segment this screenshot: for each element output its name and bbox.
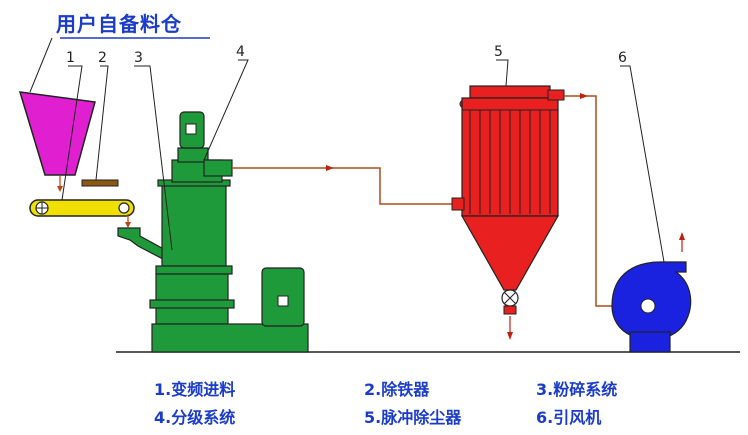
mill-band [155,265,233,275]
legend-item-1: 1.变频进料 [154,380,236,399]
label-5: 5 [494,44,503,60]
legend-item-3: 3.粉碎系统 [536,380,618,399]
collector-outlet [547,89,565,101]
label-1: 1 [66,50,75,66]
label-6: 6 [618,50,627,66]
label-4: 4 [236,44,245,60]
feed-arrow-1-head [57,186,63,192]
flow-arrow-1 [326,165,334,171]
flow-arrow-2 [580,93,588,99]
mill-body [161,183,227,267]
feeder-roller-right [118,202,130,214]
legend-item-2: 2.除铁器 [364,380,430,399]
hopper-leader [29,37,53,93]
pipe-collector-to-fan [564,95,612,307]
legend-item-5: 5.脉冲除尘器 [364,408,462,427]
collector-cone [460,215,560,291]
diagram-title: 用户自备料仓 [56,12,182,36]
collector-filter-bags [462,109,558,214]
hopper [18,91,96,176]
fan-hub [640,298,656,314]
mill-outlet-stub [203,159,233,177]
label-3: 3 [134,50,143,66]
legend-item-4: 4.分级系统 [154,408,236,427]
label-2: 2 [98,50,107,66]
collector-inlet [451,197,465,211]
pipe-mill-to-collector [232,167,460,205]
iron-remover [81,179,119,187]
mill-base-upper [155,273,229,325]
belt-feeder [29,199,135,217]
label-leaders [61,59,665,263]
mill-foundation [151,323,309,353]
collector-top [469,85,551,99]
legend-item-6: 6.引风机 [536,408,602,427]
fan-base [629,331,671,353]
